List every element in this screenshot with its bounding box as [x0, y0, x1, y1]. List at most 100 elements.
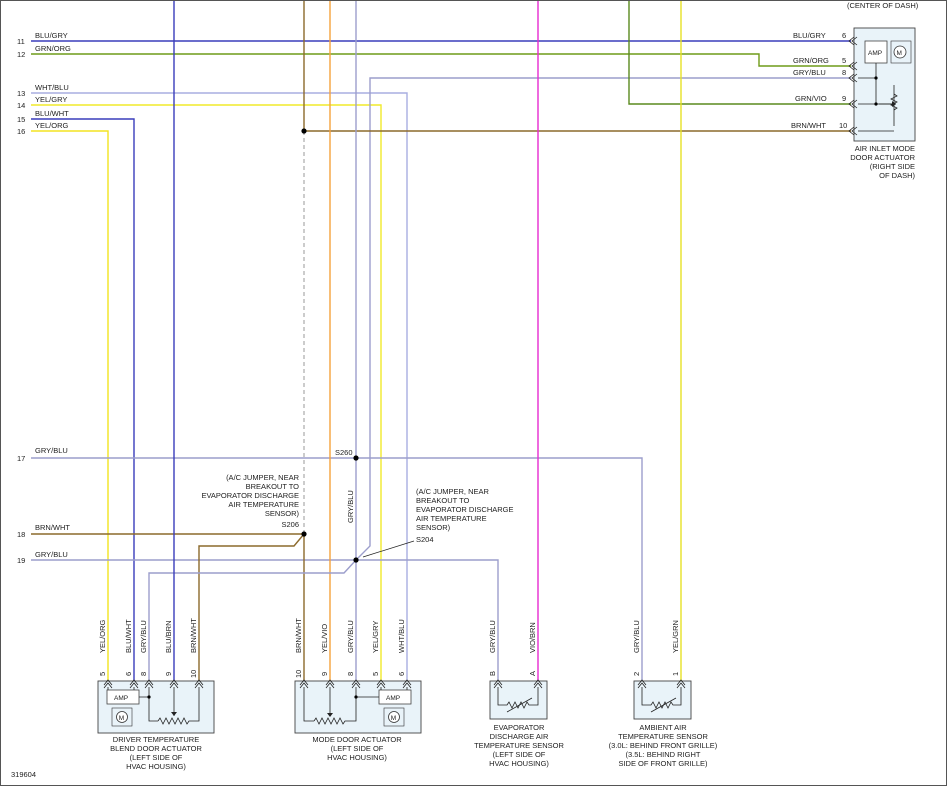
wire-17-gry-blu — [31, 457, 643, 682]
ambient-caption: TEMPERATURE SENSOR — [618, 732, 708, 741]
driver-caption: (LEFT SIDE OF — [130, 753, 183, 762]
ambient-pin-num: 1 — [671, 672, 680, 676]
s206-note: SENSOR) — [265, 509, 300, 518]
left-wire-labels: 11 BLU/GRY 12 GRN/ORG 13 WHT/BLU 14 YEL/… — [17, 31, 71, 565]
air-inlet-pin-chevron — [848, 126, 858, 136]
ambient-pin-chevrons — [637, 679, 686, 689]
driver-wire-label: GRY/BLU — [139, 620, 148, 653]
driver-pin-chevrons — [103, 679, 204, 689]
air-inlet-wiper-arrow — [892, 101, 896, 107]
air-inlet-motor-icon — [893, 45, 907, 59]
wire-brn-wht-driver — [198, 533, 305, 682]
driver-internal-wiring — [107, 687, 200, 722]
air-inlet-amp-label: AMP — [868, 50, 882, 57]
driver-wire-label: BLU/WHT — [124, 619, 133, 653]
driver-wire-label: BRN/WHT — [189, 618, 198, 653]
mode-wire-label: YEL/GRY — [371, 621, 380, 653]
mid-gry-blu-label: GRY/BLU — [346, 490, 355, 523]
mode-wiper-arrow — [327, 713, 333, 717]
wire-num: 18 — [17, 530, 25, 539]
wire-19-gry-blu — [31, 559, 499, 682]
wire-num: 16 — [17, 127, 25, 136]
driver-pin-num: 5 — [98, 672, 107, 676]
driver-actuator: YEL/ORG BLU/WHT GRY/BLU BLU/BRN BRN/WHT … — [97, 618, 215, 771]
mode-wire-label: YEL/VIO — [320, 624, 329, 653]
mode-wire-label: GRY/BLU — [346, 620, 355, 653]
air-inlet-resistor — [890, 93, 898, 111]
evap-caption: EVAPORATOR — [494, 723, 545, 732]
mode-body — [294, 680, 422, 734]
wire-label: BRN/WHT — [35, 523, 70, 532]
wire-label: YEL/ORG — [35, 121, 69, 130]
driver-pin-num: 6 — [124, 672, 133, 676]
s206-label: S206 — [281, 520, 299, 529]
evap-caption: HVAC HOUSING) — [489, 759, 549, 768]
driver-resistor — [157, 717, 191, 725]
wire-label: BLU/WHT — [35, 109, 69, 118]
s204-note: EVAPORATOR DISCHARGE — [416, 505, 514, 514]
mode-caption: (LEFT SIDE OF — [331, 744, 384, 753]
air-inlet-pin-num: 6 — [842, 31, 846, 40]
driver-caption: DRIVER TEMPERATURE — [113, 735, 199, 744]
wire-num: 11 — [17, 37, 25, 46]
driver-amp-label: AMP — [114, 695, 128, 702]
ambient-thermistor — [641, 687, 682, 713]
wire-num: 12 — [17, 50, 25, 59]
air-inlet-wire-label: BLU/GRY — [793, 31, 826, 40]
air-inlet-wire-label: GRN/VIO — [795, 94, 827, 103]
wire-label: GRY/BLU — [35, 446, 68, 455]
driver-pin-num: 10 — [189, 670, 198, 678]
driver-body — [97, 680, 215, 734]
air-inlet-caption: (RIGHT SIDE — [870, 162, 915, 171]
mode-pin-num: 5 — [371, 672, 380, 676]
mode-motor-label: M — [391, 715, 396, 722]
wire-num: 19 — [17, 556, 25, 565]
evap-body — [489, 680, 548, 720]
evap-wire-label: GRY/BLU — [488, 620, 497, 653]
air-inlet-wire-label: GRY/BLU — [793, 68, 826, 77]
air-inlet-pin-chevron — [848, 99, 858, 109]
s206-note: AIR TEMPERATURE — [228, 500, 299, 509]
evap-caption: TEMPERATURE SENSOR — [474, 741, 564, 750]
s204-note: AIR TEMPERATURE — [416, 514, 487, 523]
ambient-wire-label: YEL/GRN — [671, 620, 680, 653]
air-inlet-wire-label: GRN/ORG — [793, 56, 829, 65]
wire-13-wht-blu — [31, 92, 408, 682]
driver-caption: BLEND DOOR ACTUATOR — [110, 744, 202, 753]
air-inlet-pin-chevron — [848, 61, 858, 71]
wire-label: WHT/BLU — [35, 83, 69, 92]
air-inlet-pin-num: 8 — [842, 68, 846, 77]
mode-resistor — [313, 717, 348, 725]
air-inlet-motor-label: M — [897, 50, 902, 57]
evap-thermistor — [497, 687, 539, 713]
s204-label: S204 — [416, 535, 434, 544]
mode-pin-num: 8 — [346, 672, 355, 676]
mode-actuator: BRN/WHT YEL/VIO GRY/BLU YEL/GRY WHT/BLU … — [294, 618, 422, 762]
s206-note: BREAKOUT TO — [246, 482, 300, 491]
wire-gry-blu-driver — [148, 559, 357, 682]
s204-leader — [362, 540, 415, 558]
driver-caption: HVAC HOUSING) — [126, 762, 186, 771]
mode-wire-label: BRN/WHT — [294, 618, 303, 653]
wire-gry-blu-inlet — [355, 77, 851, 561]
wire-num: 17 — [17, 454, 25, 463]
splice-dot-brn — [301, 128, 307, 134]
driver-wire-label: BLU/BRN — [164, 620, 173, 653]
evap-caption: (LEFT SIDE OF — [493, 750, 546, 759]
splice-notes: S260 (A/C JUMPER, NEAR BREAKOUT TO EVAPO… — [201, 448, 513, 544]
driver-motor-frame — [111, 707, 133, 727]
driver-motor-label: M — [119, 715, 124, 722]
air-inlet-caption: DOOR ACTUATOR — [850, 153, 915, 162]
driver-pin-num: 9 — [164, 672, 173, 676]
wire-num: 14 — [17, 101, 25, 110]
s204-note: SENSOR) — [416, 523, 451, 532]
evap-caption: DISCHARGE AIR — [490, 732, 549, 741]
air-inlet-pin-num: 10 — [839, 121, 847, 130]
evap-sensor: GRY/BLU VIO/BRN B A EVAPORATOR DISCHARGE… — [474, 620, 564, 768]
mode-node — [354, 695, 358, 699]
driver-pin-num: 8 — [139, 672, 148, 676]
mode-caption: MODE DOOR ACTUATOR — [312, 735, 402, 744]
ambient-pin-num: 2 — [632, 672, 641, 676]
driver-node — [147, 695, 151, 699]
